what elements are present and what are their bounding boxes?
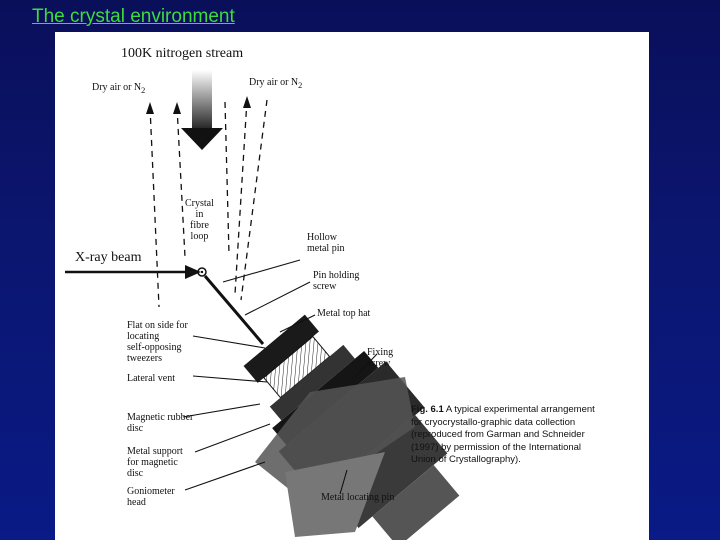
hollow-pin-label: Hollow metal pin (307, 232, 345, 254)
leader-lateral-vent (192, 375, 268, 383)
pin-screw-label: Pin holding screw (313, 270, 360, 292)
crystal-loop (197, 267, 207, 277)
dry-air-right-label: Dry air or N2 (249, 77, 303, 90)
goniometer-head-body (285, 452, 385, 537)
leader-fixing-screw (354, 353, 378, 378)
leader-metal-support (194, 423, 271, 453)
top-hat-label: Metal top hat (317, 308, 371, 319)
goniometer-label: Goniometer head (127, 486, 175, 508)
metal-support-label: Metal support for magnetic disc (127, 446, 183, 479)
lateral-vent-label: Lateral vent (127, 373, 176, 384)
air-arrow-right (243, 96, 251, 108)
dry-air-line-left-inner (176, 106, 186, 258)
flat-side-label: Flat on side for locating self-opposing … (127, 320, 188, 364)
figure-caption: Fig. 6.1 A typical experimental arrangem… (411, 404, 601, 467)
air-arrow-left (146, 102, 154, 114)
dry-air-line-right-outer (240, 99, 268, 301)
leader-top-hat (279, 314, 316, 333)
crystal-label: Crystal in fibre loop (185, 198, 214, 242)
fixing-screw-label: Fixing screw (367, 347, 394, 369)
leader-hollow-pin (222, 259, 301, 283)
hollow-pin (203, 275, 265, 345)
slide-title-link[interactable]: The crystal environment (32, 6, 235, 27)
dry-air-left-label: Dry air or N2 (92, 82, 146, 95)
locating-pin-label: Metal locating pin (321, 492, 395, 503)
leader-locating-pin (339, 469, 348, 495)
nitrogen-stream-label: 100K nitrogen stream (121, 46, 244, 61)
leader-pin-screw (244, 281, 311, 316)
magnetic-disc-label: Magnetic rubber disc (127, 412, 194, 434)
figure-number: Fig. 6.1 (411, 404, 444, 415)
leader-magnetic-disc (182, 403, 261, 418)
dry-air-line-left-outer (149, 106, 160, 308)
dry-air-line-center (224, 101, 230, 255)
figure-caption-text: A typical experimental arrangement for c… (411, 404, 595, 465)
crystal-environment-figure: 100K nitrogen stream Dry air or N2 Dry a… (55, 32, 649, 540)
nitrogen-arrow (181, 70, 223, 150)
air-arrow-left-2 (173, 102, 181, 114)
apparatus-drawing (65, 70, 460, 540)
leader-flat-side (192, 335, 266, 349)
leader-goniometer (184, 461, 266, 491)
xray-beam-label: X-ray beam (75, 250, 142, 265)
xray-beam-arrow (65, 265, 201, 279)
